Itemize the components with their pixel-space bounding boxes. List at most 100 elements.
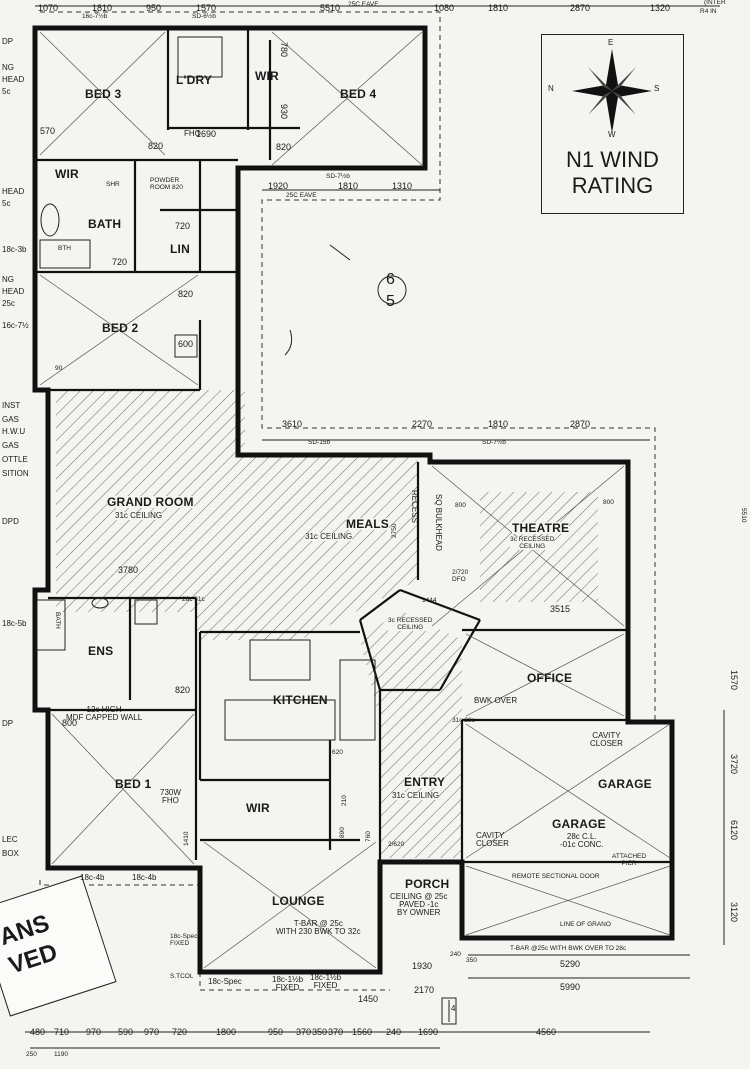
room-wir-bed1: WIR [246, 801, 270, 815]
left-edge-label: 5c [2, 87, 11, 96]
label-sq-bulkhead: SQ BULKHEAD [434, 494, 443, 551]
dim-930: 930 [279, 104, 289, 120]
room-wir-top: WIR [255, 69, 279, 83]
note-6: 6 [386, 271, 395, 288]
dim-350: 350 [466, 957, 477, 964]
top-dimension: 1570 [196, 3, 217, 13]
compass-s: S [654, 84, 660, 93]
dim-600: 600 [178, 339, 194, 349]
dim-820b: 820 [276, 142, 292, 152]
bottom-dimension: 720 [172, 1027, 188, 1037]
top-dimension: 1320 [650, 3, 671, 13]
compass-e: E [608, 38, 614, 47]
left-edge-label: OTTLE [2, 455, 28, 464]
dim-1930: 1930 [412, 961, 433, 971]
bottom-dimension: 970 [144, 1027, 160, 1037]
room-bed1: BED 1 [115, 777, 152, 791]
dim-210: 210 [341, 795, 348, 806]
left-edge-label: DP [2, 719, 14, 728]
bottom-dimension: 950 [268, 1027, 284, 1037]
top-dimension: 1810 [92, 3, 113, 13]
left-edge-label: HEAD [2, 287, 25, 296]
grand-ceiling: 31c CEILING [115, 511, 163, 520]
bottom-dimension: 970 [86, 1027, 102, 1037]
dim-1310: 1310 [392, 181, 413, 191]
dim-820a: 820 [148, 141, 164, 151]
dim-1450: 1450 [358, 994, 379, 1004]
dim-890: 890 [339, 827, 346, 838]
note-5: 5 [386, 293, 395, 310]
theatre-ceiling: 3c RECESSED CEILING [510, 536, 555, 550]
compass-w: W [608, 130, 616, 139]
lounge-tbar: T-BAR @ 25c WITH 230 BWK TO 32c [276, 919, 361, 936]
dim-3780: 3780 [118, 565, 139, 575]
lounge-window-spec: 18c-Spec [208, 977, 242, 986]
dim-760: 760 [365, 831, 372, 842]
entry-ceiling: 31c CEILING [392, 791, 440, 800]
dim-1810b: 1810 [338, 181, 359, 191]
dim-5510: 5510 [740, 508, 747, 523]
meals-ceiling: 31c CEILING [305, 532, 353, 541]
window-spec-fixed: 18c-Spec FIXED [170, 933, 198, 947]
dim-5290: 5290 [560, 959, 581, 969]
label-bath-tub: BATH [54, 612, 61, 629]
dim-2750: 2750 [391, 523, 398, 538]
dim-780: 780 [279, 42, 289, 58]
top-dimension: 1810 [488, 3, 509, 13]
dim-720a: 720 [175, 221, 191, 231]
room-theatre: THEATRE [512, 521, 570, 535]
sd-7-5b-right: SD-7½b [482, 439, 506, 446]
room-wir-bath: WIR [55, 167, 79, 181]
top-r4: R4 IN [700, 8, 717, 15]
top-dimension: 1070 [38, 3, 59, 13]
bottom-dimension: 480 [30, 1027, 46, 1037]
window-fixed-1: 18c-1½b FIXED [272, 975, 304, 992]
sd-7-5b: SD-7½b [326, 173, 350, 180]
bottom-dimension: 370 [296, 1027, 312, 1037]
grand-room-hatch [56, 390, 418, 640]
line-of-grano: LINE OF GRANO [560, 921, 611, 928]
porch-ceiling: CEILING @ 25c PAVED -1c BY OWNER [390, 892, 448, 917]
dim-570: 570 [40, 126, 56, 136]
top-dimension: 5510 [320, 3, 341, 13]
garage-slab: 28c C.L. -01c CONC. [560, 832, 604, 849]
top-dimension: 950 [146, 3, 162, 13]
room-entry: ENTRY [404, 775, 446, 789]
dim-90: 90 [55, 365, 63, 372]
bed1-window-a: 18c-4b [80, 873, 105, 882]
remote-sectional-door: REMOTE SECTIONAL DOOR [512, 873, 600, 880]
bottom-dimension: 240 [386, 1027, 402, 1037]
label-shr: SHR [106, 181, 120, 188]
room-ensuite: ENS [88, 644, 114, 658]
room-porch: PORCH [405, 877, 450, 891]
dim-2620: 2/620 [388, 841, 405, 848]
left-edge-label: DPD [2, 517, 19, 526]
dim-800b: 800 [603, 499, 614, 506]
eave-line [40, 11, 656, 720]
top-sub-2: SD-6½b [192, 13, 216, 20]
dim-3610: 3610 [282, 419, 303, 429]
dim-3515: 3515 [550, 604, 571, 614]
room-powder: POWDER ROOM 820 [150, 177, 183, 191]
dim-6120: 6120 [729, 820, 739, 841]
left-edge-label: HEAD [2, 75, 25, 84]
dimension-lines [25, 5, 725, 1049]
dim-1920: 1920 [268, 181, 289, 191]
wind-rating-box: E N S W N1 WIND RATING [541, 34, 684, 214]
bottom-sub-dimension: 250 [26, 1051, 37, 1058]
dim-820d: 820 [175, 685, 191, 695]
left-edge-label: 16c-7½ [2, 321, 29, 330]
dim-1810c: 1810 [488, 419, 509, 429]
mdf-capped-wall: 12c HIGH MDF CAPPED WALL [66, 705, 143, 722]
room-garage-a: GARAGE [598, 777, 652, 791]
fixtures [36, 36, 376, 741]
bottom-dimension: 350 [312, 1027, 328, 1037]
left-edge-label: GAS [2, 415, 19, 424]
dim-3120: 3120 [729, 902, 739, 923]
dim-3720: 3720 [729, 754, 739, 775]
room-bath: BATH [88, 217, 122, 231]
bottom-dimension: 370 [328, 1027, 344, 1037]
bottom-dimension: 710 [54, 1027, 70, 1037]
room-bed4: BED 4 [340, 87, 377, 101]
label-recess: RECESS [410, 490, 419, 523]
